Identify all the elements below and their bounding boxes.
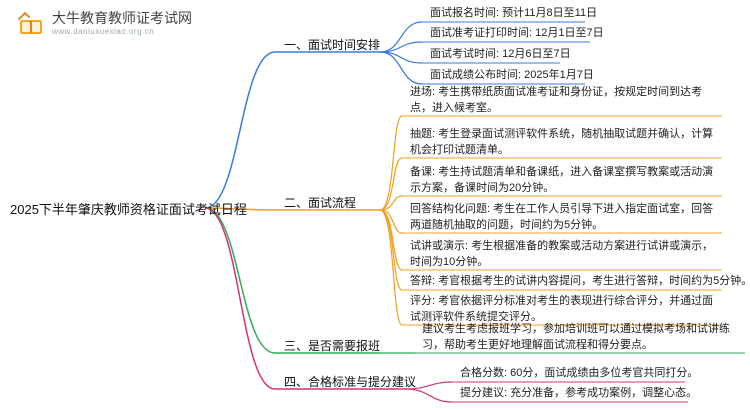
branch-2-label: 二、面试流程 [284, 196, 357, 210]
process-step: 抽题: 考生登录面试测评软件系统，随机抽取试题并确认，计算机会打印试题清单。 [410, 128, 714, 156]
branch-4-label: 四、合格标准与提分建议 [284, 375, 417, 389]
pass-criteria: 合格分数: 60分，面试成绩由多位考官共同打分。 [460, 367, 699, 379]
schedule-item: 面试报名时间: 预计11月8日至11日 [430, 7, 598, 19]
link-branch-1 [204, 51, 276, 209]
branch-3-label: 三、是否需要报班 [284, 339, 381, 353]
branch-1-label: 一、面试时间安排 [284, 38, 381, 52]
root-topic: 2025下半年肇庆教师资格证面试考试日程 [10, 202, 247, 217]
process-step: 试讲或演示: 考生根据准备的教案或活动方案进行试讲或演示，时间为10分钟。 [410, 240, 714, 268]
score-tips: 提分建议: 充分准备，参考成功案例，调整心态。 [460, 387, 698, 399]
process-step: 评分: 考官依据评分标准对考生的表现进行综合评分，并通过面试测评软件系统提交评分… [410, 295, 714, 323]
logo-title: 大牛教育教师证考试网 [52, 10, 192, 26]
logo-url: www.daniuxuexiao.org.cn [52, 27, 155, 36]
process-step: 答辩: 考官根据考生的试讲内容提问，考生进行答辩，时间约为5分钟。 [410, 275, 750, 287]
schedule-item: 面试准考证打印时间: 12月1日至7日 [430, 27, 604, 39]
book-icon [18, 11, 42, 34]
link-branch-2 [204, 207, 276, 211]
site-logo: 大牛教育教师证考试网 www.daniuxuexiao.org.cn [16, 6, 216, 46]
schedule-item: 面试考试时间: 12月6日至7日 [430, 48, 571, 60]
link-branch-4 [204, 207, 276, 390]
link-branch-3 [204, 207, 276, 354]
process-step: 回答结构化问题: 考生在工作人员引导下进入指定面试室，回答两道随机抽取的问题，时… [410, 203, 714, 231]
process-step: 进场: 考生携带纸质面试准考证和身份证，按规定时间到达考点，进入候考室。 [410, 86, 703, 114]
enrollment-advice: 建议考生考虑报班学习，参加培训班可以通过模拟考场和试讲练习，帮助考生更好地理解面… [422, 323, 730, 351]
schedule-item: 面试成绩公布时间: 2025年1月7日 [430, 69, 594, 81]
process-step: 备课: 考生持试题清单和备课纸，进入备课室撰写教案或活动演示方案，备课时间为20… [410, 166, 714, 194]
